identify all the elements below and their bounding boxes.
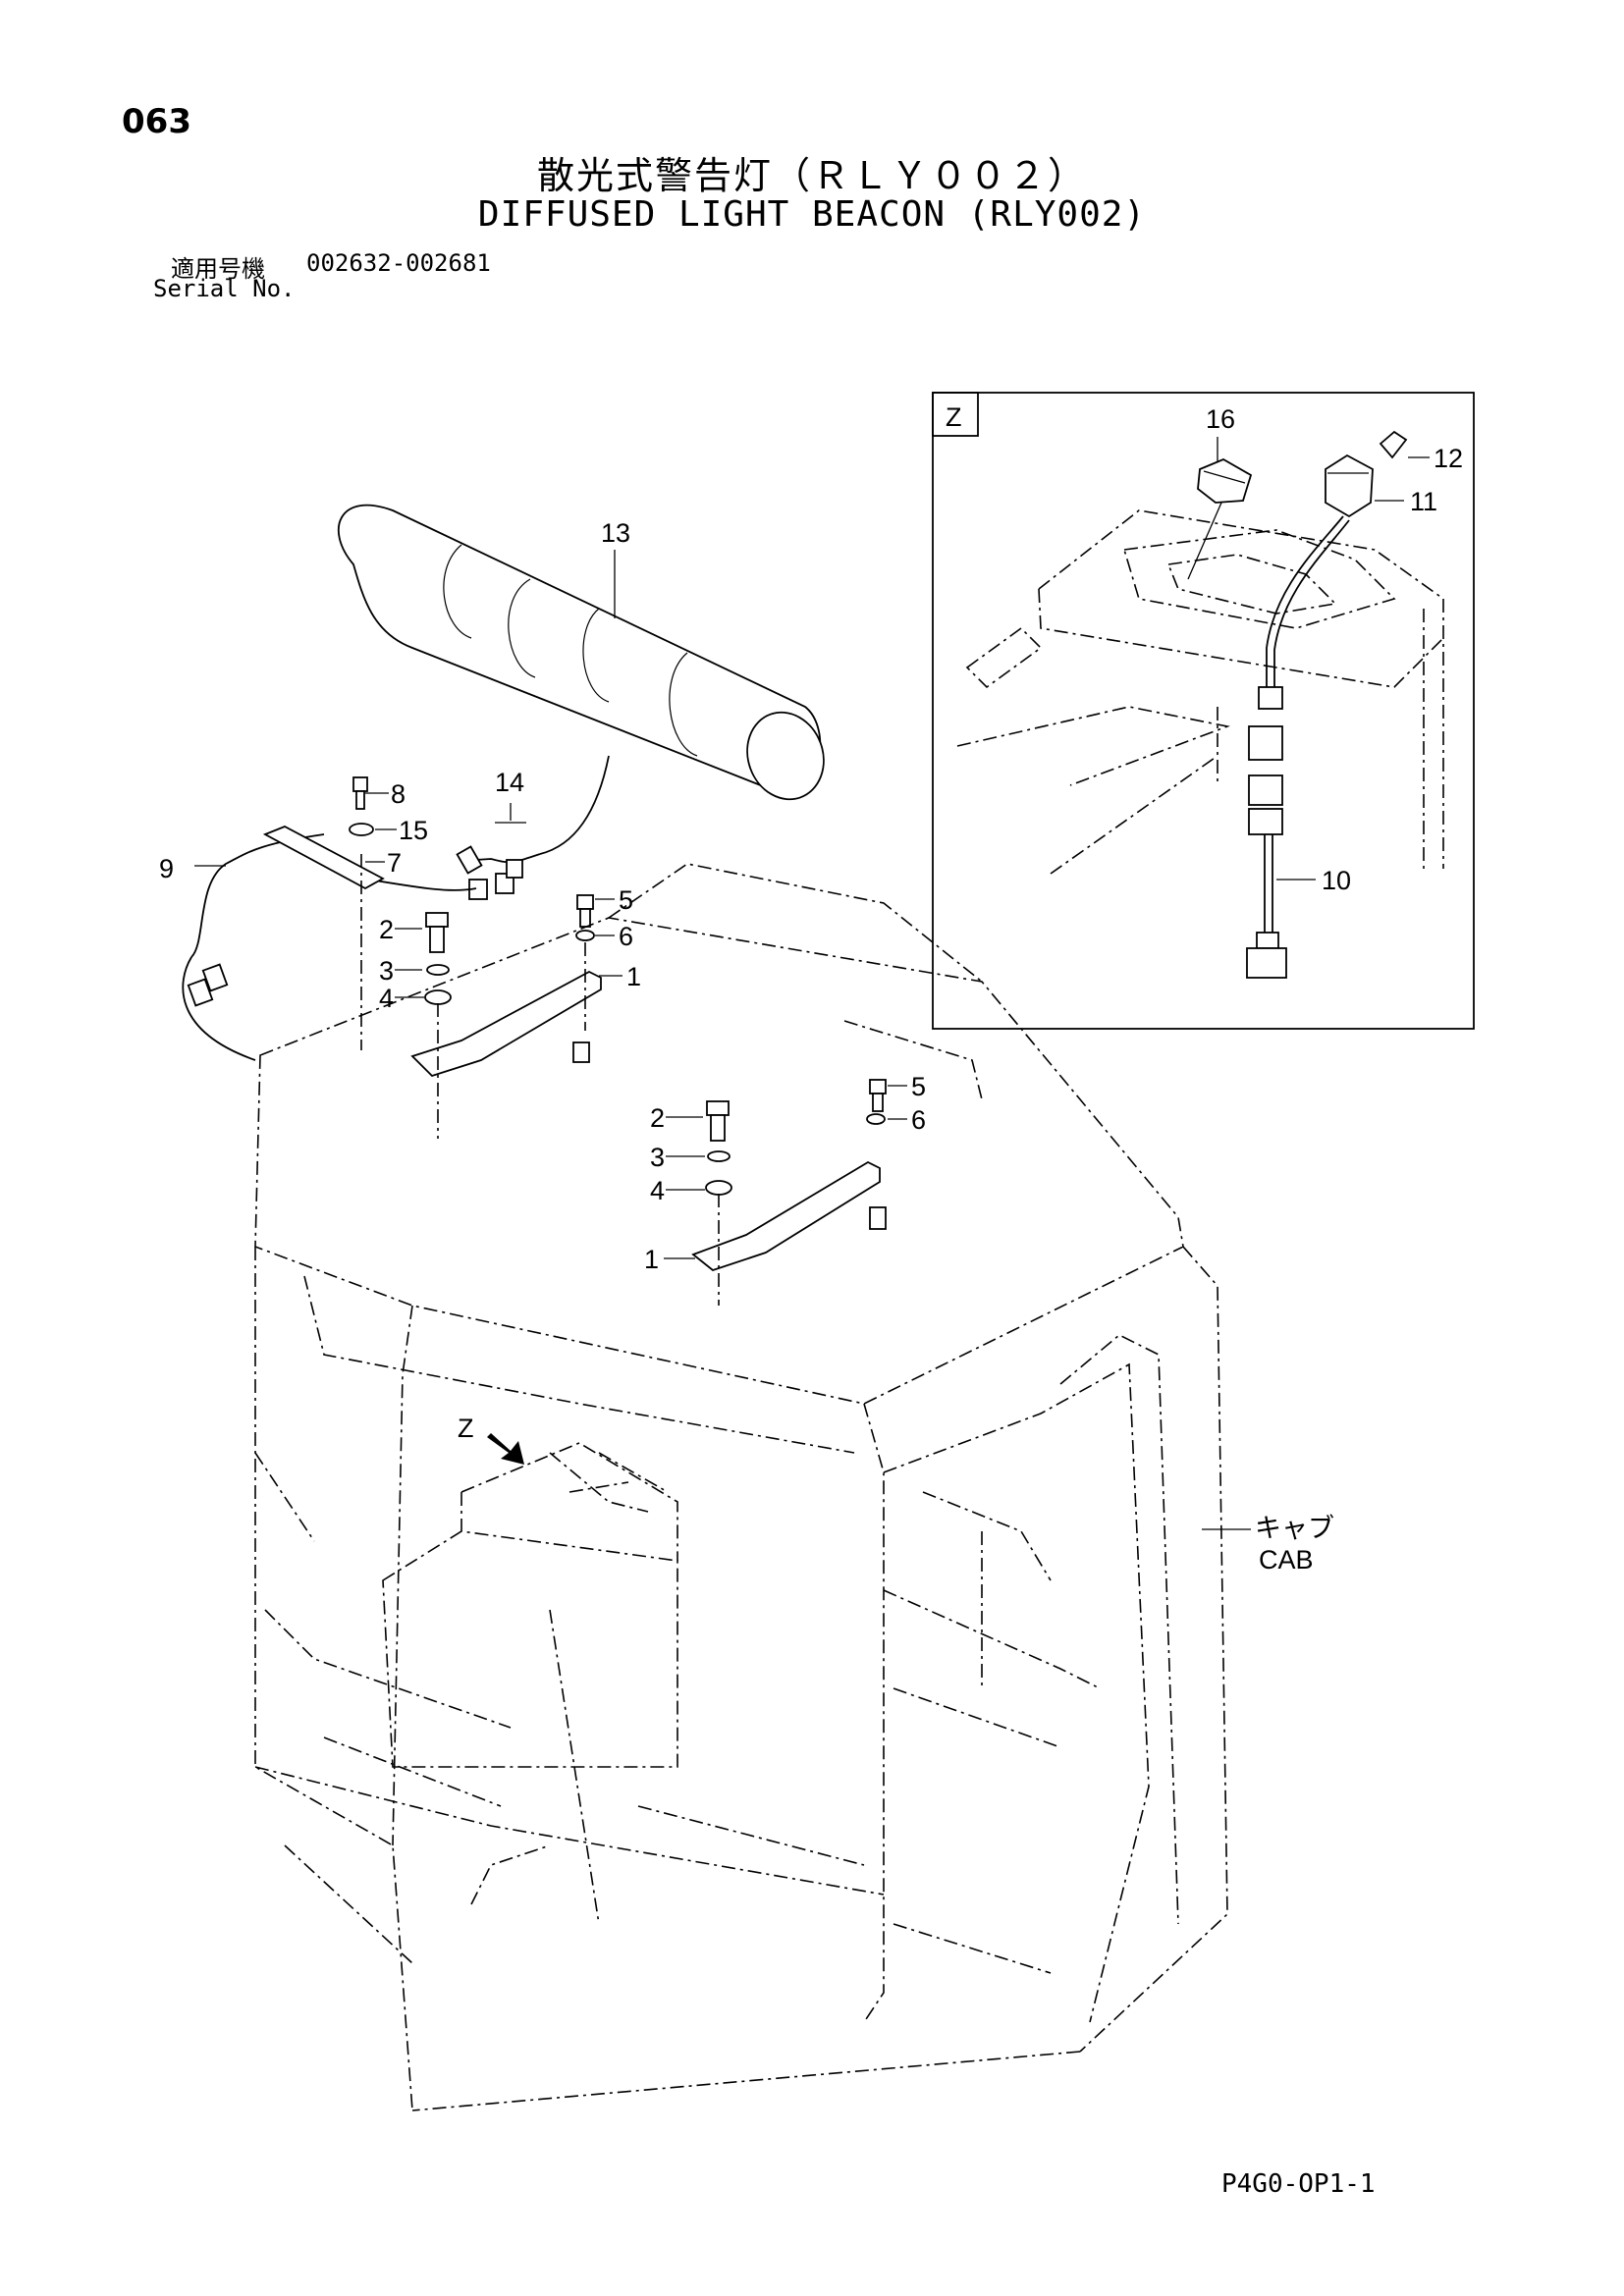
view-arrow-z xyxy=(487,1433,524,1465)
label-12 xyxy=(1379,430,1430,459)
switch-11 xyxy=(1325,454,1404,518)
callout-6b: 6 xyxy=(911,1105,926,1135)
callout-13: 13 xyxy=(601,518,630,548)
page-number: 063 xyxy=(122,102,191,141)
switch-16 xyxy=(1187,437,1253,580)
cable-assembly xyxy=(182,776,541,1061)
view-arrow-label: Z xyxy=(458,1414,474,1443)
page-title-jp: 散光式警告灯（ＲＬＹ００２） xyxy=(536,154,1087,197)
cab-label-jp: キャブ xyxy=(1255,1514,1334,1543)
switch-panel-inner xyxy=(1166,554,1337,614)
callout-8: 8 xyxy=(391,779,406,809)
beacon-13 xyxy=(338,504,825,855)
callout-6a: 6 xyxy=(619,922,633,951)
callout-12: 12 xyxy=(1434,444,1463,473)
callout-2a: 2 xyxy=(379,915,394,944)
detail-view-z: Z 16 11 12 xyxy=(932,392,1475,1030)
panel-lower xyxy=(956,706,1230,786)
cab-label-en: CAB xyxy=(1259,1545,1314,1575)
callout-4a: 4 xyxy=(379,984,394,1013)
bracket-set-a xyxy=(395,894,623,1139)
callout-15: 15 xyxy=(399,816,428,845)
serial-range: 002632-002681 xyxy=(306,249,491,277)
switch-panel xyxy=(1122,529,1396,629)
cab-outline xyxy=(254,863,1228,2111)
callout-7: 7 xyxy=(387,848,402,878)
callout-14: 14 xyxy=(495,768,524,797)
console-outline xyxy=(1038,509,1444,869)
bracket-set-b xyxy=(664,1079,907,1306)
page-code: P4G0-OP1-1 xyxy=(1221,2169,1376,2199)
callout-3b: 3 xyxy=(650,1143,665,1172)
detail-frame xyxy=(932,392,1475,1030)
harness-10 xyxy=(1246,515,1350,979)
callout-9: 9 xyxy=(159,854,174,883)
panel-flap xyxy=(965,626,1043,689)
callout-16: 16 xyxy=(1206,404,1235,434)
detail-label-box xyxy=(932,392,979,437)
page-title-en: DIFFUSED LIGHT BEACON (RLY002) xyxy=(477,194,1147,235)
panel-slant xyxy=(1050,755,1218,875)
detail-label: Z xyxy=(946,402,962,432)
callout-3a: 3 xyxy=(379,956,394,986)
callout-10: 10 xyxy=(1322,866,1351,895)
callout-1a: 1 xyxy=(626,962,641,991)
console-edge xyxy=(1038,588,1444,688)
callout-4b: 4 xyxy=(650,1176,665,1205)
callout-5a: 5 xyxy=(619,885,633,915)
serial-label-en: Serial No. xyxy=(153,275,296,302)
callout-5b: 5 xyxy=(911,1072,926,1101)
callout-2b: 2 xyxy=(650,1103,665,1133)
callout-11: 11 xyxy=(1410,487,1437,516)
serial-label-jp: 適用号機 xyxy=(171,255,265,283)
callout-1b: 1 xyxy=(644,1245,659,1274)
